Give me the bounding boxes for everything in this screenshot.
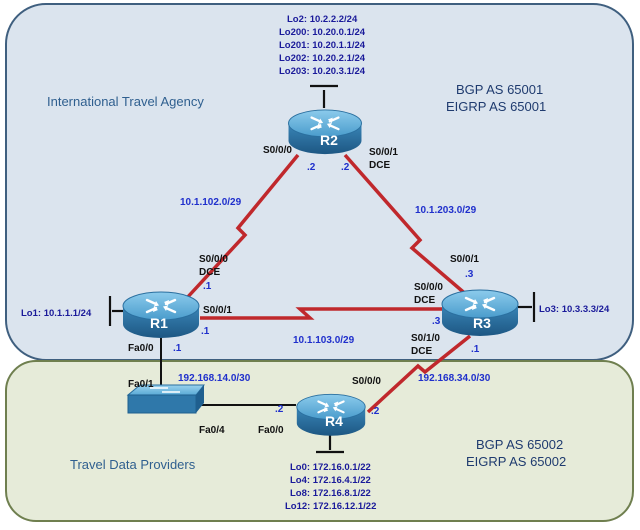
router-r4[interactable]: R4	[295, 393, 367, 437]
zone-title-bottom: Travel Data Providers	[70, 457, 196, 472]
loopback-r2-3: Lo202: 10.20.2.1/24	[279, 53, 366, 64]
bgp-as-top: BGP AS 65001	[456, 82, 543, 97]
r1-s001-label: S0/0/1	[203, 305, 232, 316]
loopbacks-r4: Lo0: 172.16.0.1/22 Lo4: 172.16.4.1/22 Lo…	[285, 462, 376, 512]
router-r1-label: R1	[150, 315, 168, 331]
r1-ip-top: .1	[203, 281, 212, 292]
loopback-r2-4: Lo203: 10.20.3.1/24	[279, 66, 366, 77]
loopback-r4-1: Lo4: 172.16.4.1/22	[290, 475, 371, 486]
router-r4-label: R4	[325, 413, 343, 429]
r2-s001-label: S0/0/1	[369, 147, 398, 158]
network-r3-r4: 192.168.34.0/30	[418, 373, 491, 384]
r1-fa00-label: Fa0/0	[128, 343, 154, 354]
r4-fa00-label: Fa0/0	[258, 425, 284, 436]
r4-ip-left: .2	[275, 404, 284, 415]
r3-dce2-label: DCE	[411, 346, 432, 357]
link-r1-r2	[183, 153, 300, 302]
loopbacks-r2: Lo2: 10.2.2.2/24 Lo200: 10.20.0.1/24 Lo2…	[279, 14, 366, 77]
r1-dce-label: DCE	[199, 267, 220, 278]
switch-fa04-label: Fa0/4	[199, 425, 225, 436]
r1-ip-right: .1	[201, 326, 210, 337]
router-r2-label: R2	[320, 132, 338, 148]
r2-s000-label: S0/0/0	[263, 145, 292, 156]
network-lan14: 192.168.14.0/30	[178, 373, 251, 384]
r3-dce-label: DCE	[414, 295, 435, 306]
switch[interactable]	[126, 384, 206, 414]
router-r1[interactable]: R1	[121, 290, 201, 340]
loopback-r2-0: Lo2: 10.2.2.2/24	[287, 14, 358, 25]
r4-ip-right: .2	[371, 406, 380, 417]
loopback-r4-0: Lo0: 172.16.0.1/22	[290, 462, 371, 473]
r3-ip-top: .3	[465, 269, 474, 280]
switch-front	[127, 394, 197, 414]
r2-ip-right: .2	[341, 162, 350, 173]
network-r1-r2: 10.1.102.0/29	[180, 197, 242, 208]
loopback-r4-2: Lo8: 172.16.8.1/22	[290, 488, 371, 499]
r3-s001-label: S0/0/1	[450, 254, 479, 265]
switch-arrows-icon	[150, 387, 180, 393]
r1-s000-label: S0/0/0	[199, 254, 228, 265]
router-r3-label: R3	[473, 315, 491, 331]
eigrp-as-top: EIGRP AS 65001	[446, 99, 546, 114]
loopback-r1: Lo1: 10.1.1.1/24	[21, 308, 92, 319]
r4-s000-label: S0/0/0	[352, 376, 381, 387]
loopback-r2-1: Lo200: 10.20.0.1/24	[279, 27, 366, 38]
r2-dce-label: DCE	[369, 160, 390, 171]
network-r2-r3: 10.1.203.0/29	[415, 205, 477, 216]
switch-side	[196, 385, 204, 413]
router-r3[interactable]: R3	[440, 288, 520, 338]
r1-ip-fa: .1	[173, 343, 182, 354]
r3-s000-label: S0/0/0	[414, 282, 443, 293]
r3-ip-bottom: .1	[471, 344, 480, 355]
r3-s010-label: S0/1/0	[411, 333, 440, 344]
r3-ip-left: .3	[432, 316, 441, 327]
switch-fa01-label: Fa0/1	[128, 379, 154, 390]
link-r1-r3	[200, 307, 448, 320]
link-r3-r4	[366, 334, 472, 414]
bgp-as-bottom: BGP AS 65002	[476, 437, 563, 452]
network-r1-r3: 10.1.103.0/29	[293, 335, 355, 346]
loopback-r4-3: Lo12: 172.16.12.1/22	[285, 501, 376, 512]
eigrp-as-bottom: EIGRP AS 65002	[466, 454, 566, 469]
loopback-r2-2: Lo201: 10.20.1.1/24	[279, 40, 366, 51]
loopback-r3: Lo3: 10.3.3.3/24	[539, 304, 610, 315]
r2-ip-left: .2	[307, 162, 316, 173]
zone-title-top: International Travel Agency	[47, 94, 204, 109]
link-r2-r3	[343, 153, 470, 298]
router-r2[interactable]: R2	[287, 108, 363, 156]
